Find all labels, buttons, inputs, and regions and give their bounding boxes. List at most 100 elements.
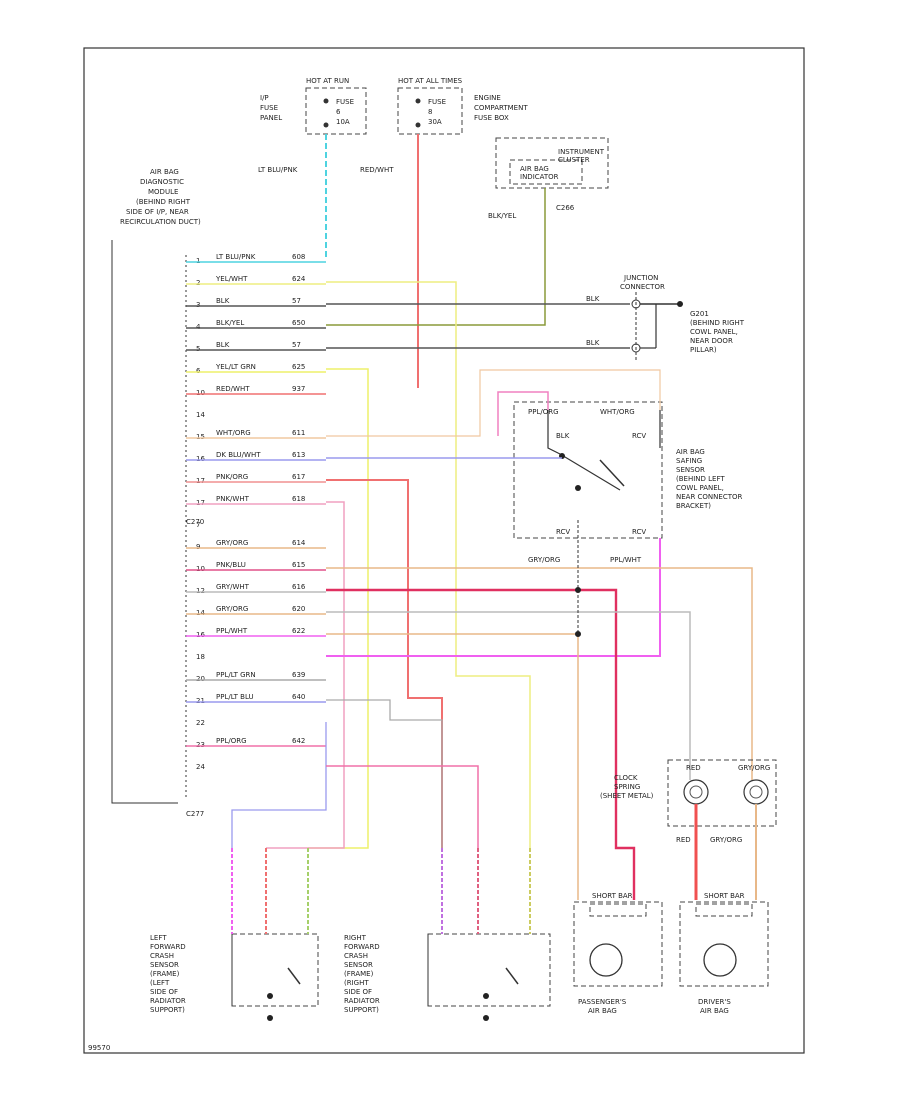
fuse-a-fuse-2: 6 — [336, 108, 341, 116]
right-sensor-label-2: FORWARD — [344, 943, 380, 951]
wire-gry-org-lower — [326, 633, 579, 900]
left-sensor-label-2: FORWARD — [150, 943, 186, 951]
wire-label-blk-yel: BLK/YEL — [488, 212, 516, 220]
wire-wht-org-route — [326, 369, 661, 437]
pin-wire-label: GRY/ORG — [216, 605, 248, 613]
fuse-b-line-2: COMPARTMENT — [474, 104, 528, 112]
pin-circuit-number: 640 — [292, 693, 305, 701]
fuse-a-fuse-1: FUSE — [336, 98, 354, 106]
fuse-b-terminal-top — [415, 98, 421, 104]
pin-circuit-number: 616 — [292, 583, 306, 591]
cluster-indicator-1: AIR BAG — [520, 165, 549, 173]
right-sensor-label-7: SIDE OF — [344, 988, 372, 996]
pin-number: 17 — [196, 477, 205, 485]
footer-code: 99570 — [88, 1044, 110, 1052]
pin-circuit-number: 614 — [292, 539, 306, 547]
pin-number: 3 — [196, 301, 200, 309]
safing-wire-1: PPL/ORG — [528, 408, 559, 416]
clock-spring-lower-gry: GRY/ORG — [710, 836, 742, 844]
pin-wire-label: PPL/LT BLU — [216, 693, 254, 701]
safing-label-4: (BEHIND LEFT — [676, 475, 725, 483]
pin-circuit-number: 650 — [292, 319, 305, 327]
pin-circuit-number: 613 — [292, 451, 305, 459]
left-forward-crash-sensor: LEFT FORWARD CRASH SENSOR (FRAME) (LEFT … — [150, 933, 319, 1021]
pin-number: 15 — [196, 433, 205, 441]
driver-air-bag: SHORT BAR DRIVER'S AIR BAG — [679, 892, 769, 1015]
fuse-b-terminal-bottom — [415, 122, 421, 128]
clock-spring-label-1: CLOCK — [614, 774, 638, 782]
module-label-line-1: AIR BAG — [150, 168, 179, 176]
pin-number: 18 — [196, 653, 205, 661]
driver-label-2: AIR BAG — [700, 1007, 729, 1015]
right-forward-crash-sensor: RIGHT FORWARD CRASH SENSOR (FRAME) (RIGH… — [344, 933, 551, 1021]
module-bracket — [111, 240, 178, 804]
pin-number: 2 — [196, 279, 200, 287]
ground-label-4: NEAR DOOR — [690, 337, 733, 345]
right-sensor-label-8: RADIATOR — [344, 997, 380, 1005]
right-sensor-label-6: (RIGHT — [344, 979, 369, 987]
pin-number: 12 — [196, 587, 205, 595]
wire-gry-org-right — [326, 567, 753, 780]
safing-wire-3: GRY/ORG — [528, 556, 560, 564]
clock-spring-label-2: SPRING — [614, 783, 640, 791]
wire-pnk-blu-right — [326, 588, 636, 900]
driver-label-1: DRIVER'S — [698, 998, 731, 1006]
splice-1 — [575, 587, 581, 593]
module-label-line-5: SIDE OF I/P, NEAR — [126, 208, 189, 216]
module-label-line-6: RECIRCULATION DUCT) — [120, 218, 201, 226]
pin-number: 16 — [196, 455, 205, 463]
pin-number: 10 — [196, 565, 205, 573]
wire-yel-wht-route — [326, 281, 531, 848]
pin-number: 9 — [196, 543, 200, 551]
pin-wire-label: LT BLU/PNK — [216, 253, 256, 261]
clock-spring-lower-red: RED — [676, 836, 691, 844]
pin-wire-label: BLK/YEL — [216, 319, 244, 327]
pin-number: 4 — [196, 323, 201, 331]
diagram-frame — [83, 47, 805, 1054]
wire-ppl-org-upper — [497, 391, 549, 436]
pin-number: 20 — [196, 675, 205, 683]
passenger-label-1: PASSENGER'S — [578, 998, 627, 1006]
pin-number: 23 — [196, 741, 205, 749]
wire-pnk-wht-route — [266, 501, 345, 849]
instrument-cluster: INSTRUMENT CLUSTER AIR BAG INDICATOR C26… — [495, 137, 609, 212]
safing-label-6: NEAR CONNECTOR — [676, 493, 743, 501]
ground-label-3: COWL PANEL, — [690, 328, 738, 336]
passenger-short-bar: SHORT BAR — [592, 892, 633, 900]
connector-c277: C277 — [186, 810, 204, 818]
pin-wire-label: PPL/LT GRN — [216, 671, 256, 679]
passenger-air-bag: SHORT BAR PASSENGER'S AIR BAG — [573, 892, 663, 1015]
safing-label-1: AIR BAG — [676, 448, 705, 456]
fuse-b: HOT AT ALL TIMES ENGINE COMPARTMENT FUSE… — [397, 77, 528, 135]
clock-spring-label-3: (SHEET METAL) — [600, 792, 654, 800]
driver-short-bar: SHORT BAR — [704, 892, 745, 900]
clock-spring-red: RED — [686, 764, 701, 772]
right-sensor-label-5: (FRAME) — [344, 970, 374, 978]
wire-label-red-wht: RED/WHT — [360, 166, 394, 174]
cluster-label-1: INSTRUMENT — [558, 148, 605, 156]
fuse-a-line-2: FUSE — [260, 104, 278, 112]
junction-label-2: CONNECTOR — [620, 283, 665, 291]
ground-label-2: (BEHIND RIGHT — [690, 319, 745, 327]
pin-number: 6 — [196, 367, 201, 375]
safing-label-3: SENSOR — [676, 466, 705, 474]
wire-ppl-org-route — [326, 765, 479, 848]
pin-wire-label: PNK/WHT — [216, 495, 250, 503]
pin-number: 16 — [196, 631, 205, 639]
ground-label-5: PILLAR) — [690, 346, 717, 354]
module-label: AIR BAG DIAGNOSTIC MODULE (BEHIND RIGHT … — [120, 168, 201, 226]
safing-pin-1: BLK — [556, 432, 570, 440]
safing-sensor: PPL/ORG WHT/ORG BLK RCV RCV RCV GRY/ORG … — [513, 401, 743, 564]
connector-c270: C270 — [186, 518, 204, 526]
pin-wire-label: WHT/ORG — [216, 429, 251, 437]
pin-wire-label: YEL/LT GRN — [215, 363, 256, 371]
fuse-a-line-1: I/P — [260, 94, 269, 102]
pin-number: 24 — [196, 763, 205, 771]
pin-wire-label: PPL/ORG — [216, 737, 247, 745]
pin-wire-label: BLK — [216, 341, 230, 349]
ground-label-1: G201 — [690, 310, 709, 318]
pin-number: 10 — [196, 389, 205, 397]
pin-wire-label: GRY/ORG — [216, 539, 248, 547]
